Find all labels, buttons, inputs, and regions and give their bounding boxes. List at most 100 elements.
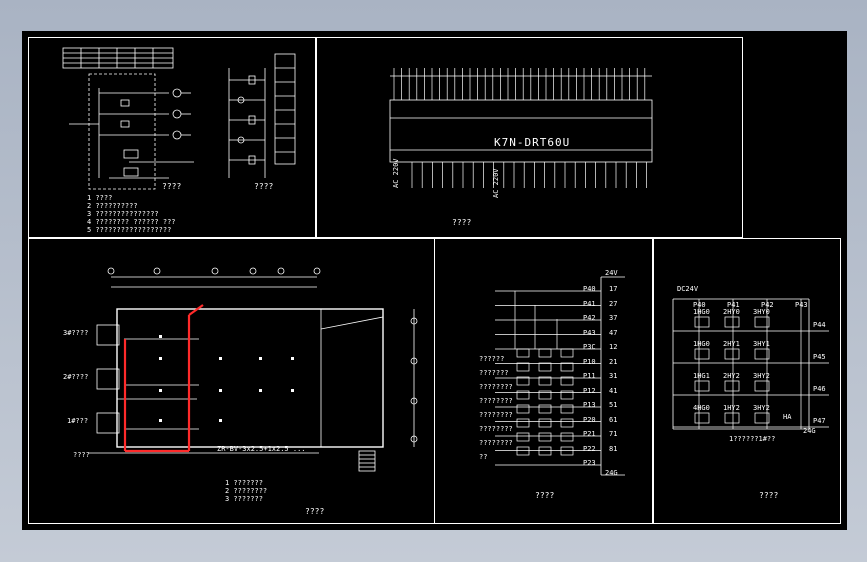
column-mark (219, 357, 222, 360)
input-terminal-number: 37 (609, 314, 618, 322)
input-switch (538, 348, 552, 358)
output-lamp-label: 1HG1 (693, 372, 710, 380)
column-mark (219, 419, 222, 422)
input-terminal-label: P23 (583, 459, 596, 467)
output-lamp (694, 348, 710, 360)
output-lamp-label: 2HY2 (723, 372, 740, 380)
note-4: 4 ???????? ?????? ??? (87, 218, 176, 226)
input-terminal-number: 27 (609, 299, 618, 308)
input-switch (516, 404, 530, 414)
room-label-1: 1#??? (67, 417, 89, 425)
output-side-input: P44 (813, 321, 826, 329)
input-switch (516, 432, 530, 442)
input-switch (516, 446, 530, 456)
output-lamp-label: 1HG0 (693, 340, 710, 348)
input-switch (538, 432, 552, 442)
input-switch (516, 376, 530, 386)
input-terminal-label: P10 (583, 357, 596, 366)
input-switch (538, 362, 552, 372)
input-row-label: ??????? (479, 369, 509, 377)
input-switch (560, 446, 574, 456)
input-switch (560, 390, 574, 400)
output-common-label: 24G (803, 427, 816, 435)
input-row-label: ???????? (479, 411, 513, 419)
control-circuit-caption: ???? (254, 182, 274, 191)
input-terminal-number: 41 (609, 386, 618, 395)
output-lamp (754, 348, 770, 360)
output-lamp-label: 2HY1 (723, 340, 740, 348)
note-2: 2 ?????????? (87, 202, 138, 210)
column-mark (259, 357, 262, 360)
output-lamp (694, 412, 710, 424)
input-common-label: 24G (605, 469, 618, 477)
output-lamp (754, 412, 770, 424)
column-mark (291, 389, 294, 392)
input-switch (516, 362, 530, 372)
input-terminal-number: 51 (609, 401, 618, 409)
input-row-label: ???????? (479, 383, 513, 391)
supply-label-mid: AC 220V (492, 168, 500, 198)
output-lamp-label: 2HY0 (723, 308, 740, 316)
output-lamp (754, 380, 770, 392)
output-top-input: P41 (727, 301, 740, 309)
output-lamp (724, 348, 740, 360)
bus-label: ZR-BV-3x2.5+1x2.5 ... (217, 445, 306, 453)
input-row-label: ???????? (479, 425, 513, 433)
panel-floor-plan: 3#???? 2#???? 1#??? ???? ZR-BV-3x2.5+1x2… (28, 238, 435, 524)
output-side-input: P45 (813, 353, 826, 361)
room-label-3: 3#???? (63, 329, 89, 337)
output-lamp-label: 1HY2 (723, 404, 740, 412)
input-switch (560, 432, 574, 442)
input-switch (516, 390, 530, 400)
legend-3: 3 ??????? (225, 495, 263, 503)
input-switch (538, 404, 552, 414)
input-switch (560, 404, 574, 414)
output-lamp-label: 1HG0 (693, 308, 710, 316)
output-lamp (754, 316, 770, 328)
note-1: 1 ???? (87, 194, 113, 202)
input-terminal-label: P22 (583, 444, 596, 453)
output-side-input: P46 (813, 385, 826, 393)
column-mark (219, 389, 222, 392)
input-supply-label: 24V (605, 269, 618, 277)
output-supply-label: DC24V (677, 285, 699, 293)
input-terminal-label: P43 (583, 328, 596, 337)
input-switch (538, 418, 552, 428)
output-lamp-label: 3HY2 (753, 404, 770, 412)
input-switch (560, 362, 574, 372)
input-terminal-number: 47 (609, 328, 618, 337)
output-wiring-caption: ???? (759, 491, 779, 500)
input-terminal-number: 81 (609, 444, 618, 453)
input-row-label: ???????? (479, 397, 513, 405)
main-circuit-drawing (62, 47, 296, 190)
output-top-input: P40 (693, 301, 706, 309)
input-terminal-label: P40 (583, 285, 596, 293)
input-switch (516, 418, 530, 428)
output-lamp (724, 412, 740, 424)
input-terminal-label: P42 (583, 314, 596, 322)
plc-model-label: K7N-DRT60U (494, 136, 571, 149)
input-row-label: ?? (479, 453, 488, 461)
output-alarm-label: HA (783, 413, 792, 421)
input-terminal-label: P13 (583, 401, 596, 409)
input-switch (538, 376, 552, 386)
input-terminal-label: P21 (583, 430, 596, 438)
drawing-sheet: ???? ???? 1 ???? 2 ?????????? 3 ????????… (22, 31, 847, 530)
input-terminal-number: 71 (609, 430, 618, 438)
column-mark (159, 357, 162, 360)
input-terminal-number: 21 (609, 357, 618, 366)
input-switch (560, 418, 574, 428)
output-top-input: P43 (795, 301, 808, 309)
output-side-input: P47 (813, 417, 826, 425)
legend-1: 1 ??????? (225, 479, 263, 487)
input-row-label: ?????? (479, 355, 505, 363)
legend-2: 2 ???????? (225, 487, 268, 495)
output-lamp (694, 316, 710, 328)
input-wiring-drawing (495, 276, 625, 476)
floor-plan-caption: ???? (305, 507, 325, 516)
note-5: 5 ?????????????????? (87, 226, 172, 234)
note-3: 3 ??????????????? (87, 210, 159, 218)
input-terminal-label: P20 (583, 415, 596, 424)
